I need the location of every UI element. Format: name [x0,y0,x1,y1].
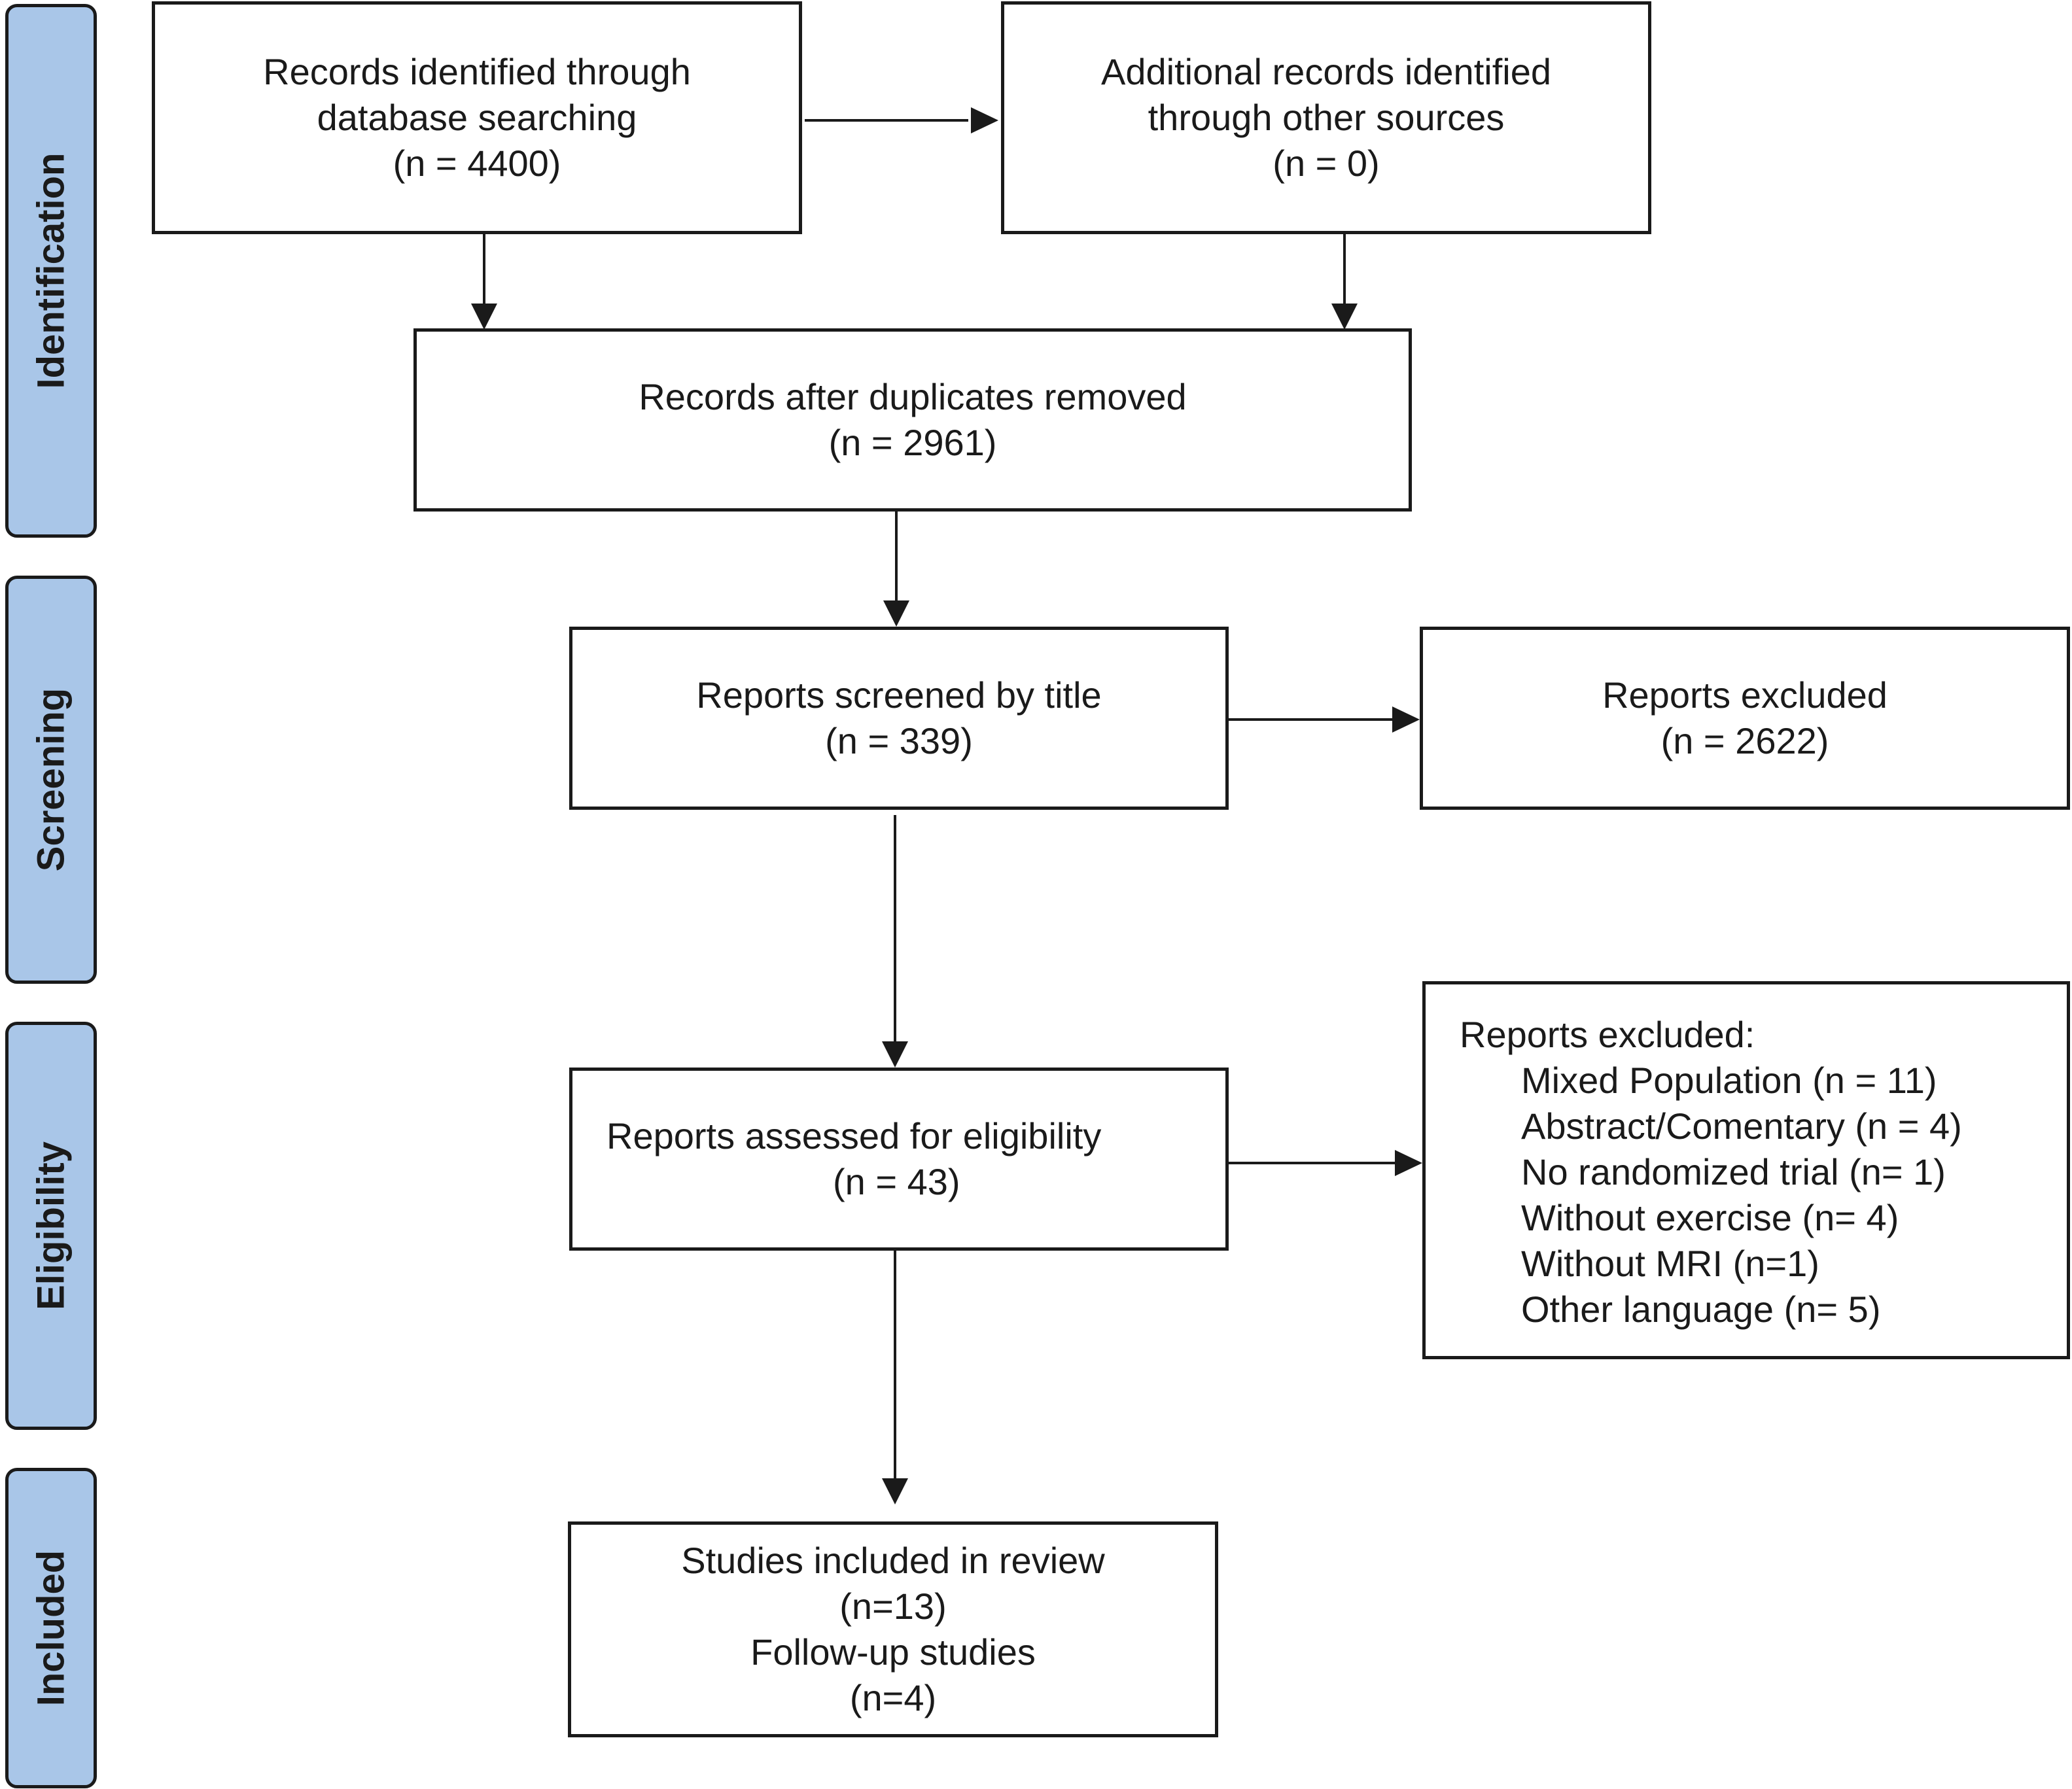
box-other-sources-line1: Additional records identified [1101,51,1551,92]
box-records-database: Records identified through database sear… [152,1,802,234]
box-records-database-line1: Records identified through [263,51,691,92]
box-duplicates-removed-count: (n = 2961) [828,422,997,463]
exclusion-reason-mixed-population: Mixed Population (n = 11) [1521,1060,1937,1101]
box-records-other-sources: Additional records identified through ot… [1001,1,1651,234]
arrowhead-screened-to-excluded [1392,706,1420,733]
stage-screening: Screening [5,576,97,984]
box-reports-screened-line1: Reports screened by title [696,674,1102,716]
box-records-database-count: (n = 4400) [393,143,561,184]
exclusion-reason-without-mri: Without MRI (n=1) [1521,1243,1819,1284]
box-records-database-line2: database searching [317,97,637,138]
arrowhead-eligibility-to-excluded [1395,1150,1422,1176]
box-reports-screened-count: (n = 339) [825,720,973,761]
box-reports-excluded-screening: Reports excluded (n = 2622) [1420,627,2070,810]
box-followup-line: Follow-up studies [750,1631,1036,1673]
exclusion-reason-abstract-commentary: Abstract/Comentary (n = 4) [1521,1105,1962,1147]
exclusion-reason-without-exercise: Without exercise (n= 4) [1521,1197,1899,1238]
arrowhead-database-to-duplicates [471,304,497,330]
arrowhead-database-to-other [971,107,998,133]
box-reports-excluded-eligibility: Reports excluded: Mixed Population (n = … [1422,981,2070,1359]
box-other-sources-count: (n = 0) [1273,143,1380,184]
stage-identification: Identification [5,4,97,538]
box-reports-screened: Reports screened by title (n = 339) [569,627,1229,810]
box-other-sources-line2: through other sources [1148,97,1505,138]
box-included-count: (n=13) [839,1586,947,1627]
arrowhead-screened-to-eligibility [882,1041,908,1068]
box-eligibility-line1: Reports assessed for eligibility [606,1115,1102,1156]
arrowhead-duplicates-to-screened [883,600,909,627]
exclusion-reason-no-randomized-trial: No randomized trial (n= 1) [1521,1151,1946,1192]
box-included-line1: Studies included in review [681,1540,1105,1581]
exclusion-reason-other-language: Other language (n= 5) [1521,1289,1881,1330]
arrowhead-other-to-duplicates [1331,304,1358,330]
box-excluded-screening-line1: Reports excluded [1602,674,1888,716]
stage-included: Included [5,1468,97,1788]
box-followup-count: (n=4) [849,1677,937,1718]
box-reports-assessed-eligibility: Reports assessed for eligibility (n = 43… [569,1068,1229,1251]
box-studies-included: Studies included in review (n=13) Follow… [568,1521,1218,1737]
arrowhead-eligibility-to-included [882,1478,908,1504]
box-excluded-screening-count: (n = 2622) [1660,720,1829,761]
excluded-eligibility-title: Reports excluded: [1460,1014,1755,1055]
box-duplicates-removed-line1: Records after duplicates removed [639,376,1187,417]
stage-eligibility: Eligibility [5,1022,97,1430]
box-duplicates-removed: Records after duplicates removed (n = 29… [413,328,1412,512]
box-eligibility-count: (n = 43) [833,1161,960,1202]
